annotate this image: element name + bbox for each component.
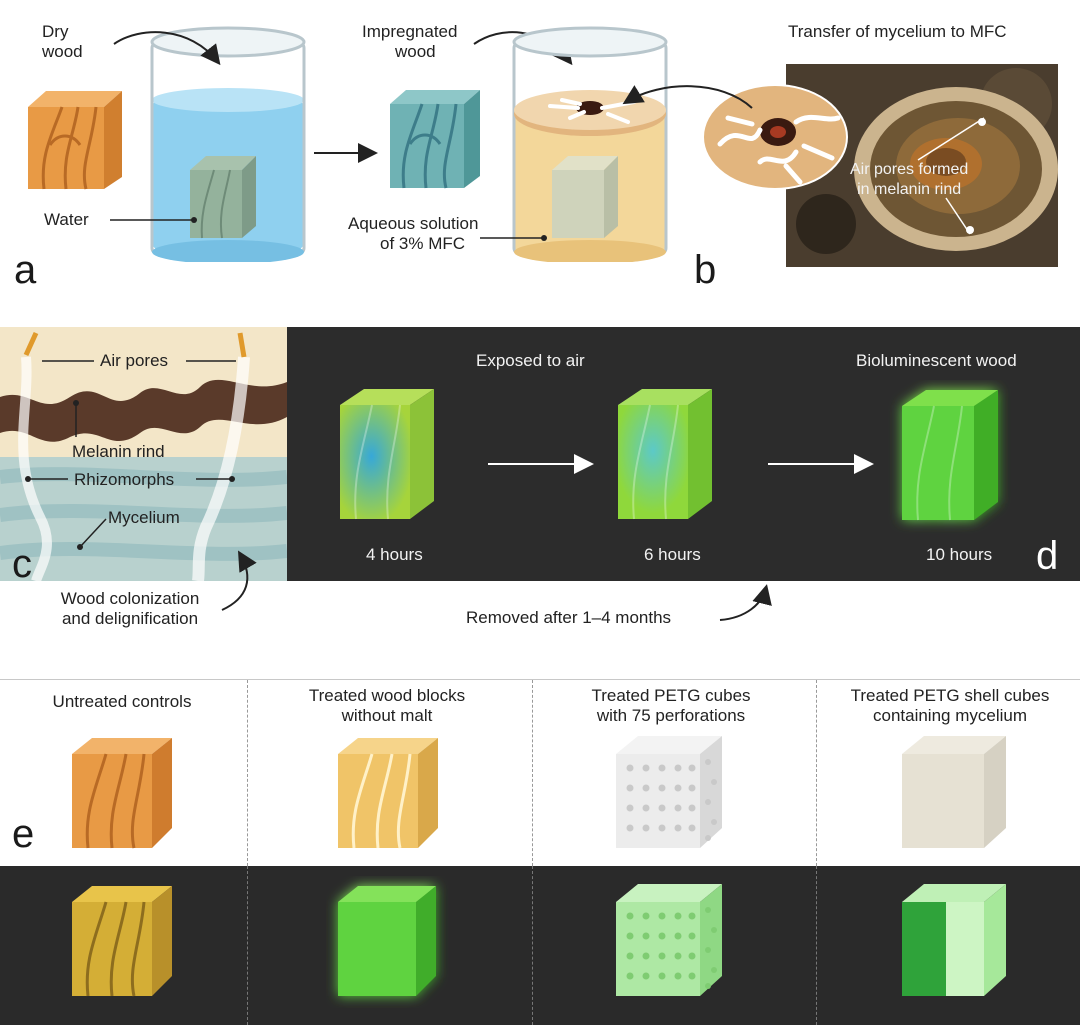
dark-col-divider-1 xyxy=(247,866,248,1025)
dark-col-divider-2 xyxy=(532,866,533,1025)
treated-wood-block-glowing xyxy=(338,886,436,996)
cube-4-hours xyxy=(340,389,434,520)
panel-c-leader-lines xyxy=(25,360,236,550)
col-divider-1 xyxy=(247,680,248,866)
petg-perforated-cube xyxy=(616,736,722,848)
col-divider-3 xyxy=(816,680,817,866)
colonization-arrow xyxy=(221,550,257,611)
col-untreated-label: Untreated controls xyxy=(52,692,192,711)
bioluminescent-wood-label: Bioluminescent wood xyxy=(856,351,1017,370)
impregnated-wood-cube xyxy=(390,90,480,189)
time-4-hours: 4 hours xyxy=(366,545,423,564)
mfc-beaker xyxy=(512,26,668,262)
panel-letter-a: a xyxy=(14,248,37,292)
water-beaker xyxy=(150,26,306,262)
treated-wood-block-cube xyxy=(338,738,438,849)
panel-letter-e: e xyxy=(12,812,35,856)
d-arrow-1 xyxy=(488,454,594,474)
aqueous-leader-line xyxy=(480,235,547,241)
panel-letter-c: c xyxy=(12,542,32,586)
panel-e-divider xyxy=(0,679,1080,680)
cube-6-hours xyxy=(618,389,712,520)
panel-c-illustration xyxy=(0,327,287,581)
dry-to-beaker-arrow xyxy=(113,31,221,66)
cube-10-hours xyxy=(902,390,998,521)
untreated-control-cube xyxy=(72,738,172,849)
petg-shell-cube xyxy=(902,736,1006,848)
mycelium-photo xyxy=(786,64,1058,267)
rhizomorphs-label: Rhizomorphs xyxy=(74,470,175,489)
magnified-mycelium-disc xyxy=(702,84,848,190)
disc-transfer-arrow xyxy=(622,85,753,109)
exposed-to-air-label: Exposed to air xyxy=(476,351,585,370)
removed-arrow xyxy=(719,584,772,621)
mycelium-label: Mycelium xyxy=(108,508,180,527)
time-10-hours: 10 hours xyxy=(926,545,993,564)
air-pores-pointers xyxy=(917,117,985,235)
dark-col-divider-3 xyxy=(816,866,817,1025)
panel-b-title: Transfer of mycelium to MFC xyxy=(788,22,1007,41)
time-6-hours: 6 hours xyxy=(644,545,701,564)
air-pores-label: Air pores xyxy=(100,351,169,370)
water-leader-line xyxy=(110,217,197,223)
a-straight-arrow xyxy=(314,143,378,163)
d-arrow-2 xyxy=(768,454,874,474)
col-divider-2 xyxy=(532,680,533,866)
petg-perforated-glowing xyxy=(616,884,722,996)
panel-e-dark-row xyxy=(0,866,1080,1025)
melanin-rind-label: Melanin rind xyxy=(72,442,165,461)
panel-letter-d: d xyxy=(1036,534,1059,578)
petg-shell-glowing xyxy=(902,884,1006,996)
panel-letter-b: b xyxy=(694,248,717,292)
untreated-control-cube-dark xyxy=(72,886,172,997)
removed-label: Removed after 1–4 months xyxy=(466,608,672,627)
dry-wood-cube xyxy=(28,91,122,190)
water-label: Water xyxy=(44,210,89,229)
